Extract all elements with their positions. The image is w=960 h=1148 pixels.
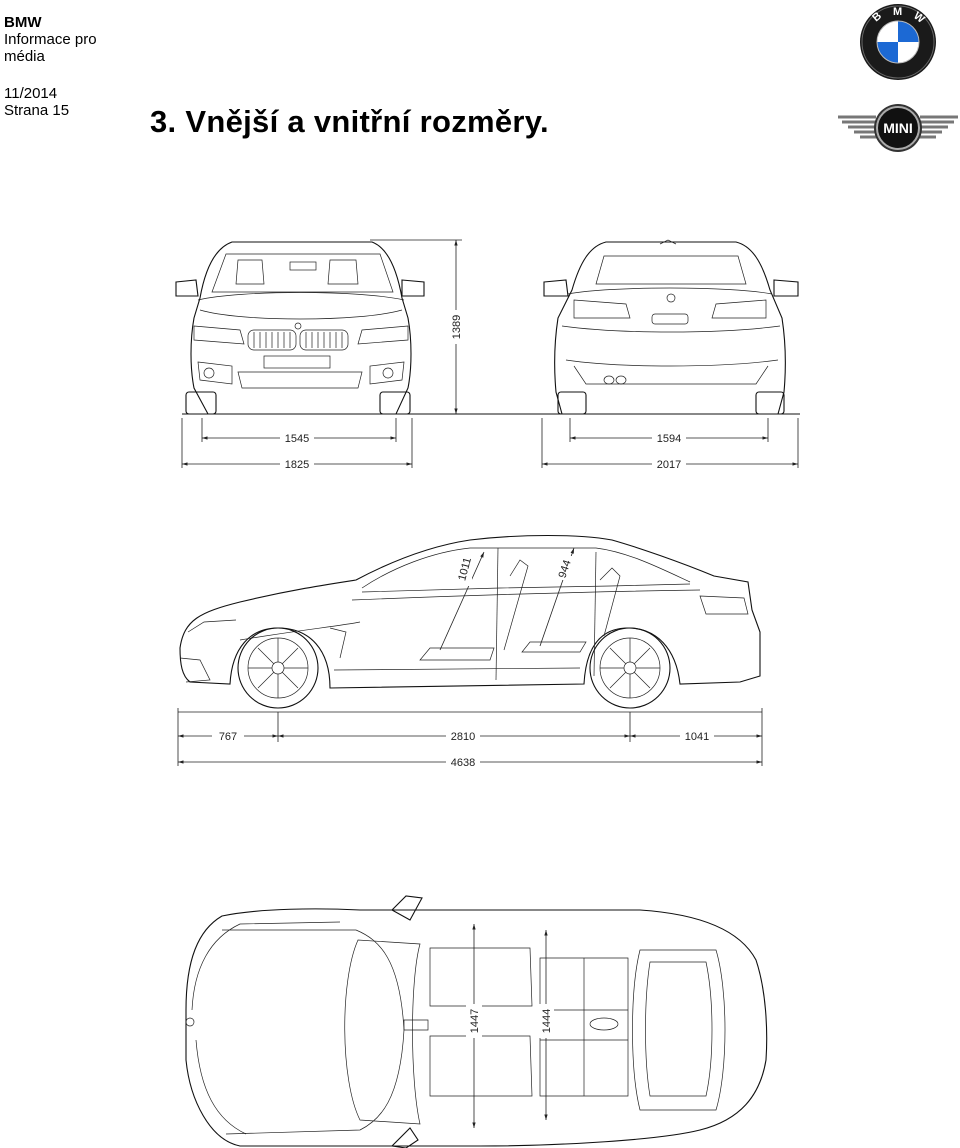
- rear-view-drawing: 1594 2017: [540, 239, 800, 471]
- bmw-letter-m: M: [893, 6, 902, 18]
- front-width-label: 1825: [285, 459, 309, 471]
- subtitle-line-2: média: [4, 48, 45, 65]
- rear-headroom-label: 944: [557, 558, 574, 579]
- subtitle-line-1: Informace pro: [4, 31, 97, 48]
- rear-track-label: 1594: [657, 433, 681, 445]
- front-overhang-label: 767: [219, 731, 237, 743]
- mini-logo-icon: MINI: [838, 104, 958, 152]
- header-brand-block: BMW Informace pro média: [4, 14, 97, 65]
- front-shoulder-label: 1447: [469, 1009, 481, 1033]
- rear-shoulder-label: 1444: [541, 1009, 553, 1033]
- page-title: 3. Vnější a vnitřní rozměry.: [150, 104, 549, 139]
- page-number: Strana 15: [4, 102, 70, 119]
- brand-name: BMW: [4, 14, 42, 31]
- wheelbase-label: 2810: [451, 731, 475, 743]
- header-meta-block: 11/2014 Strana 15: [4, 85, 69, 119]
- height-label: 1389: [451, 315, 463, 339]
- mini-text: MINI: [883, 120, 913, 136]
- front-track-label: 1545: [285, 433, 309, 445]
- bmw-logo-icon: B M W: [860, 4, 936, 80]
- rear-width-label: 2017: [657, 459, 681, 471]
- length-label: 4638: [451, 757, 475, 769]
- issue-date: 11/2014: [4, 85, 58, 102]
- side-view-drawing: 1011 944 767 2810 1041 4638: [177, 534, 763, 769]
- front-headroom-label: 1011: [456, 556, 474, 582]
- rear-overhang-label: 1041: [685, 731, 709, 743]
- top-view-drawing: 1447 1444: [185, 895, 768, 1148]
- front-view-drawing: 1545 1825 1389: [175, 239, 540, 471]
